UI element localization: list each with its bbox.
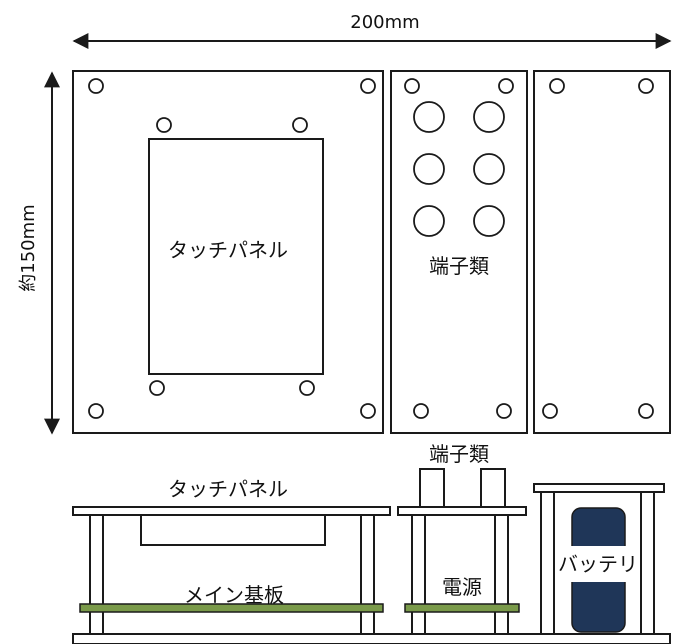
height-label: 約150mm xyxy=(18,204,39,291)
terminal-hole xyxy=(413,101,445,133)
standoff xyxy=(540,491,555,635)
screw-hole xyxy=(360,78,376,94)
touch-panel-area xyxy=(148,138,324,375)
screw-hole xyxy=(360,403,376,419)
side-battery-section: バッテリ xyxy=(533,483,665,635)
base-plate xyxy=(72,633,671,644)
main-board xyxy=(79,603,384,613)
terminal-hole xyxy=(473,205,505,237)
terminal-connector xyxy=(480,468,506,508)
width-dimension: 200mm xyxy=(72,12,672,49)
screw-hole xyxy=(542,403,558,419)
side-main-section: タッチパネル メイン基板 xyxy=(72,477,391,635)
standoff xyxy=(89,514,104,635)
screw-hole xyxy=(292,117,308,133)
screw-hole xyxy=(88,78,104,94)
standoff xyxy=(411,514,426,635)
side-power-section: 端子類 電源 xyxy=(397,442,527,635)
terminal-hole xyxy=(473,101,505,133)
terminal-hole xyxy=(413,153,445,185)
battery-label-bg xyxy=(555,546,640,582)
width-label: 200mm xyxy=(350,12,419,33)
screw-hole xyxy=(149,380,165,396)
screw-hole xyxy=(549,78,565,94)
standoff xyxy=(360,514,375,635)
top-plate xyxy=(72,506,391,516)
screw-hole xyxy=(404,78,420,94)
screw-hole xyxy=(496,403,512,419)
front-main-panel: タッチパネル xyxy=(72,70,384,434)
side-touch-panel-label: タッチパネル xyxy=(168,477,288,501)
power-board xyxy=(404,603,520,613)
screw-hole xyxy=(498,78,514,94)
terminal-hole xyxy=(473,153,505,185)
screw-hole xyxy=(638,403,654,419)
standoff xyxy=(494,514,509,635)
screw-hole xyxy=(638,78,654,94)
terminals-label: 端子類 xyxy=(429,254,489,278)
battery-label: バッテリ xyxy=(558,552,638,576)
terminal-hole xyxy=(413,205,445,237)
screw-hole xyxy=(88,403,104,419)
screw-hole xyxy=(299,380,315,396)
front-battery-panel xyxy=(533,70,671,434)
standoff xyxy=(640,491,655,635)
terminal-connector xyxy=(419,468,445,508)
battery-top-plate xyxy=(533,483,665,493)
screw-hole xyxy=(156,117,172,133)
side-terminals-label: 端子類 xyxy=(429,442,489,466)
main-board-label: メイン基板 xyxy=(184,583,284,607)
height-dimension: 約150mm xyxy=(18,71,60,435)
power-top-plate xyxy=(397,506,527,516)
touch-panel-label: タッチパネル xyxy=(168,238,288,262)
front-terminal-panel: 端子類 xyxy=(390,70,528,434)
power-label: 電源 xyxy=(442,575,482,599)
screw-hole xyxy=(413,403,429,419)
touch-panel-module xyxy=(140,514,326,546)
